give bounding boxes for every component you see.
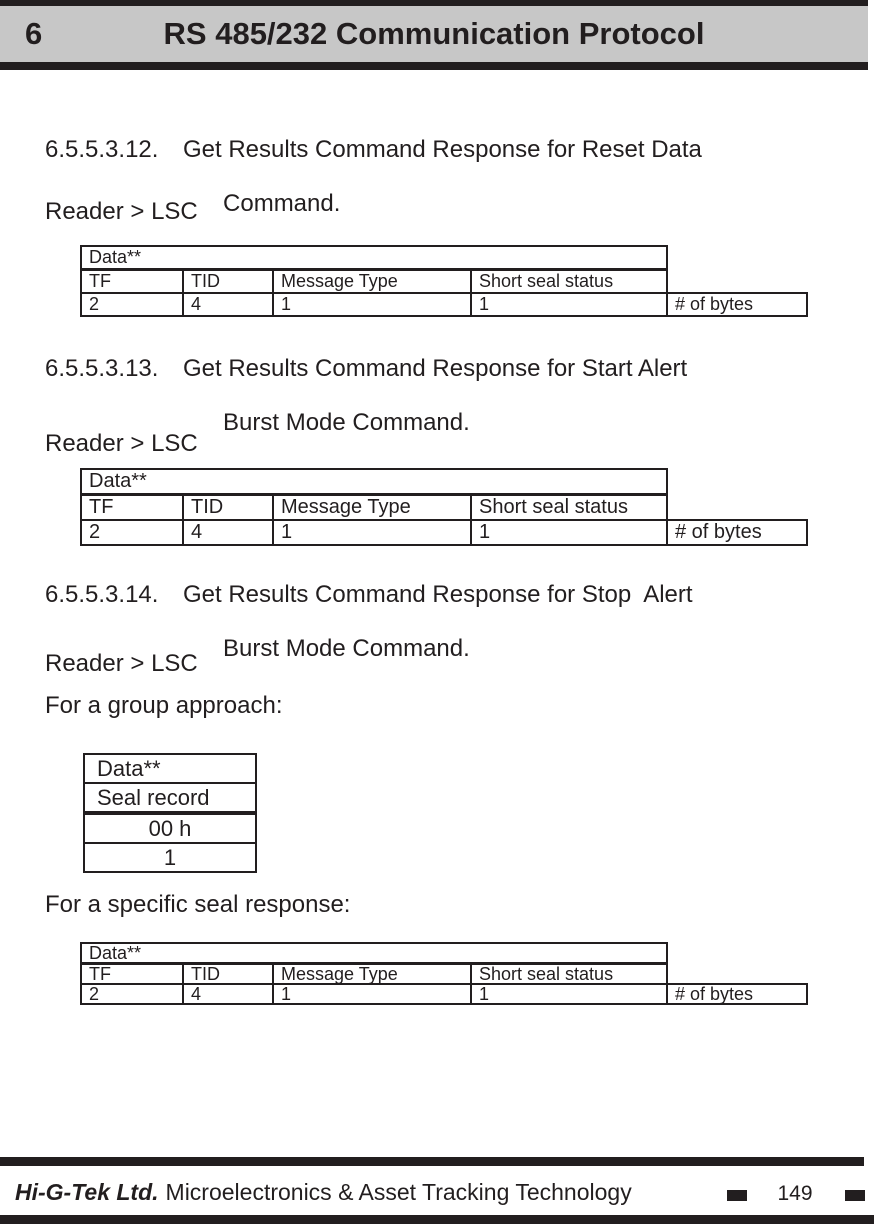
section-title-line1: Get Results Command Response for Start A… (183, 355, 688, 382)
col-header-tid: TID (182, 268, 274, 294)
table-empty-cell (667, 270, 807, 294)
direction-label-1: Reader > LSC (45, 198, 198, 225)
col-header-message-type: Message Type (272, 268, 472, 294)
col-header-tf: TF (80, 493, 184, 521)
footer-text: Hi-G-Tek Ltd.Microelectronics & Asset Tr… (15, 1179, 632, 1206)
page-number: 149 (777, 1182, 813, 1205)
section-title-line1: Get Results Command Response for Stop Al… (183, 581, 693, 608)
group-table-row: 00 h (85, 815, 255, 844)
section-title: Get Results Command Response for Reset D… (183, 136, 702, 217)
col-header-tid: TID (182, 493, 274, 521)
table-group-header: Data** (80, 245, 668, 271)
col-header-short-seal-status: Short seal status (470, 268, 668, 294)
section-title-line1: Get Results Command Response for Reset D… (183, 136, 702, 163)
value-short-seal-status: 1 (470, 519, 668, 546)
section-title: Get Results Command Response for Stop Al… (183, 581, 693, 662)
value-short-seal-status: 1 (470, 292, 668, 317)
direction-label-3: Reader > LSC (45, 650, 198, 677)
chapter-header-bar: 6 RS 485/232 Communication Protocol (0, 0, 868, 70)
table-group-header: Data** (80, 942, 668, 965)
footer-square-marker (727, 1190, 747, 1201)
value-tf: 2 (80, 292, 184, 317)
bytes-label-cell: # of bytes (666, 983, 808, 1005)
value-message-type: 1 (272, 519, 472, 546)
section-title-line2: Burst Mode Command. (223, 635, 470, 662)
footer-rule (0, 1157, 864, 1166)
chapter-title: RS 485/232 Communication Protocol (163, 16, 705, 51)
value-tid: 4 (182, 983, 274, 1005)
col-header-short-seal-status: Short seal status (470, 493, 668, 521)
section-number: 6.5.5.3.14. (45, 581, 159, 608)
table-empty-cell (667, 469, 807, 495)
value-tid: 4 (182, 519, 274, 546)
byte-table-specific-seal: Data** TF TID Message Type Short seal st… (80, 942, 808, 1005)
page-bottom-bar (0, 1215, 874, 1224)
byte-table-start-alert: Data** TF TID Message Type Short seal st… (80, 468, 808, 546)
section-title: Get Results Command Response for Start A… (183, 355, 687, 436)
group-approach-caption: For a group approach: (45, 692, 283, 719)
chapter-number: 6 (25, 16, 43, 51)
bytes-label-cell: # of bytes (666, 292, 808, 317)
value-message-type: 1 (272, 983, 472, 1005)
col-header-short-seal-status: Short seal status (470, 962, 668, 985)
table-group-header: Data** (80, 468, 668, 496)
direction-label-2: Reader > LSC (45, 430, 198, 457)
section-number: 6.5.5.3.13. (45, 355, 159, 382)
group-table-row: Seal record (85, 784, 255, 815)
value-tf: 2 (80, 983, 184, 1005)
col-header-tf: TF (80, 962, 184, 985)
value-message-type: 1 (272, 292, 472, 317)
col-header-tid: TID (182, 962, 274, 985)
table-empty-cell (667, 943, 807, 964)
value-tf: 2 (80, 519, 184, 546)
section-title-line2: Command. (223, 190, 341, 217)
group-table-row: Data** (85, 755, 255, 784)
section-heading-12: 6.5.5.3.12. Get Results Command Response… (45, 136, 702, 217)
group-approach-table: Data** Seal record 00 h 1 (83, 753, 257, 873)
col-header-tf: TF (80, 268, 184, 294)
group-table-row: 1 (163, 845, 177, 870)
col-header-message-type: Message Type (272, 493, 472, 521)
section-heading-14: 6.5.5.3.14. Get Results Command Response… (45, 581, 693, 662)
table-empty-cell (667, 495, 807, 521)
value-tid: 4 (182, 292, 274, 317)
specific-seal-caption: For a specific seal response: (45, 891, 351, 918)
footer-square-marker (845, 1190, 865, 1201)
section-number: 6.5.5.3.12. (45, 136, 159, 163)
table-empty-cell (667, 246, 807, 270)
company-name: Hi-G-Tek Ltd. (15, 1179, 159, 1205)
byte-table-reset-data: Data** TF TID Message Type Short seal st… (80, 245, 808, 317)
table-empty-cell (667, 964, 807, 985)
chapter-header-gray-band: 6 RS 485/232 Communication Protocol (0, 6, 868, 62)
col-header-message-type: Message Type (272, 962, 472, 985)
section-heading-13: 6.5.5.3.13. Get Results Command Response… (45, 355, 687, 436)
bytes-label-cell: # of bytes (666, 519, 808, 546)
company-tagline: Microelectronics & Asset Tracking Techno… (165, 1179, 632, 1205)
section-title-line2: Burst Mode Command. (223, 409, 470, 436)
value-short-seal-status: 1 (470, 983, 668, 1005)
